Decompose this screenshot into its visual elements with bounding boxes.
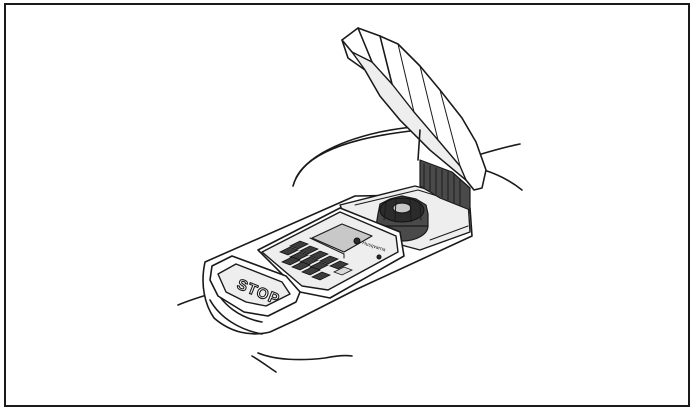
keypad <box>279 240 353 281</box>
stop-button[interactable]: STOP <box>209 255 301 317</box>
display-screen <box>311 223 373 253</box>
lid-hinge <box>419 159 471 211</box>
indicator-light <box>376 254 382 260</box>
open-lid <box>341 27 487 191</box>
